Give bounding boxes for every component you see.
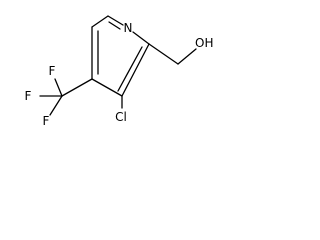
bond-c6-n-inner	[108, 21, 121, 30]
bond-c4-cf3	[61, 78, 93, 97]
hydroxyl-label: OH	[195, 36, 213, 50]
pyridine-ring	[91, 15, 150, 97]
substituent-bonds	[39, 43, 197, 116]
chemical-structure: N Cl OH F F F	[25, 15, 214, 128]
bond-c2-c3-inner	[117, 46, 143, 92]
atom-labels: N Cl OH F F F	[25, 21, 214, 128]
bond-n-c2	[132, 31, 150, 45]
bond-c6-n	[107, 15, 124, 26]
bond-c2-ch2	[148, 43, 179, 65]
bond-cf3-f-bottom	[49, 95, 63, 116]
bond-c3-c4	[91, 78, 123, 97]
chlorine-label: Cl	[115, 110, 127, 124]
fluorine-left-label: F	[25, 89, 32, 103]
bond-cf3-f-top	[54, 78, 63, 97]
bond-ch2-oh	[177, 48, 197, 65]
fluorine-bottom-label: F	[43, 114, 50, 128]
bond-c5-c6	[91, 15, 109, 28]
fluorine-top-label: F	[49, 64, 56, 78]
bond-c2-c3	[121, 43, 150, 97]
ring-nitrogen-label: N	[124, 21, 133, 35]
